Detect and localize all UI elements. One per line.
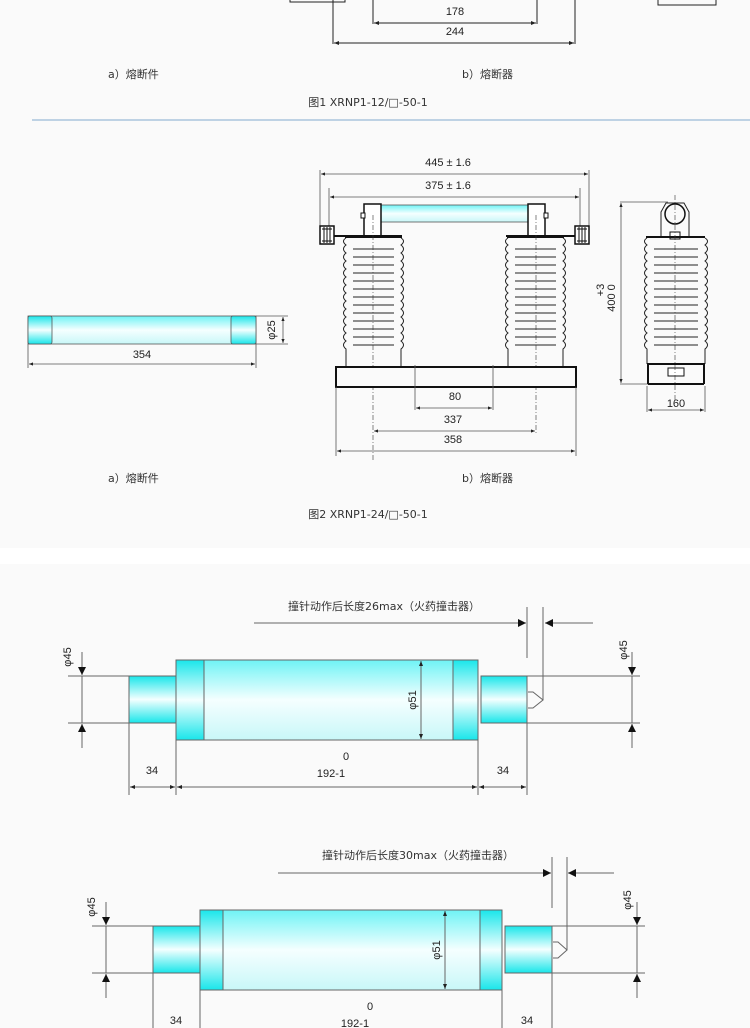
left-insulator xyxy=(343,215,404,460)
dim-label-right-phi45: φ45 xyxy=(622,890,634,909)
figure-4: 撞针动作后长度30max（火药撞击器） φ45 φ45 φ51 34 0 192… xyxy=(86,848,645,1028)
dim-label-body-tol: 0 xyxy=(343,751,349,763)
section-gap xyxy=(0,548,750,564)
dim-label-358: 358 xyxy=(444,434,462,446)
fuse-link-drawing: 354 φ25 xyxy=(27,315,288,368)
dim-label-178: 178 xyxy=(446,6,464,18)
dim-label-phi51: φ51 xyxy=(431,940,443,959)
dim-label-445: 445 ± 1.6 xyxy=(425,157,471,169)
left-flange xyxy=(175,659,205,741)
figure-2: 354 φ25 445 ± 1.6 375 ± 1.6 xyxy=(27,157,708,521)
dim-label-80: 80 xyxy=(449,391,461,403)
right-end-cap xyxy=(504,925,553,974)
right-end-cap xyxy=(480,675,528,724)
striker-pin xyxy=(553,941,568,959)
figure-3: 撞针动作后长度26max（火药撞击器） φ45 φ45 φ51 34 0 192… xyxy=(62,599,640,795)
base-plate xyxy=(335,366,577,388)
figure-1: 178 244 a）熔断件 b）熔断器 图1 XRNP1-12/□-50-1 xyxy=(108,0,717,109)
fuse-body xyxy=(199,909,503,991)
fuse-holder-front-view: 445 ± 1.6 375 ± 1.6 xyxy=(319,157,590,460)
dim-label-375: 375 ± 1.6 xyxy=(425,180,471,192)
figure-2-caption: 图2 XRNP1-24/□-50-1 xyxy=(308,508,428,521)
dim-label-phi25: φ25 xyxy=(266,320,278,339)
dim-label-left-34: 34 xyxy=(170,1015,182,1027)
dim-label-height-tol: +3 xyxy=(595,284,607,297)
striker-note: 撞针动作后长度30max（火药撞击器） xyxy=(322,848,514,862)
dim-label-left-phi45: φ45 xyxy=(62,647,74,666)
fuse-body xyxy=(175,659,479,741)
figure-1-caption: 图1 XRNP1-12/□-50-1 xyxy=(308,96,428,109)
dim-label-left-phi45: φ45 xyxy=(86,897,98,916)
dim-label-244: 244 xyxy=(446,26,464,38)
left-end-cap xyxy=(152,925,201,974)
striker-pin xyxy=(528,691,544,709)
fuse-tube xyxy=(379,204,531,223)
right-insulator xyxy=(505,215,566,435)
right-flange xyxy=(479,909,503,991)
dim-label-body-tol: 0 xyxy=(367,1001,373,1013)
left-flange xyxy=(199,909,224,991)
dim-label-left-34: 34 xyxy=(146,765,158,777)
dim-label-337: 337 xyxy=(444,414,462,426)
left-end-cap xyxy=(128,675,177,724)
dim-label-160: 160 xyxy=(667,398,685,410)
dim-label-phi51: φ51 xyxy=(407,690,419,709)
label-fuse-link: a）熔断件 xyxy=(108,471,159,485)
dim-label-body-length: 192-1 xyxy=(317,768,345,780)
striker-note: 撞针动作后长度26max（火药撞击器） xyxy=(288,599,480,613)
label-fuse-link: a）熔断件 xyxy=(108,67,159,81)
dim-label-right-34: 34 xyxy=(497,765,509,777)
label-fuse-holder: b）熔断器 xyxy=(462,471,513,485)
dim-label-body-length: 192-1 xyxy=(341,1018,369,1028)
dim-label-right-phi45: φ45 xyxy=(618,640,630,659)
dim-label-354: 354 xyxy=(133,349,151,361)
dim-label-height: 400 0 xyxy=(606,284,618,312)
label-fuse-holder: b）熔断器 xyxy=(462,67,513,81)
fuse-holder-side-view: +3 400 0 160 xyxy=(595,195,708,412)
dim-label-right-34: 34 xyxy=(521,1015,533,1027)
right-flange xyxy=(452,659,479,741)
